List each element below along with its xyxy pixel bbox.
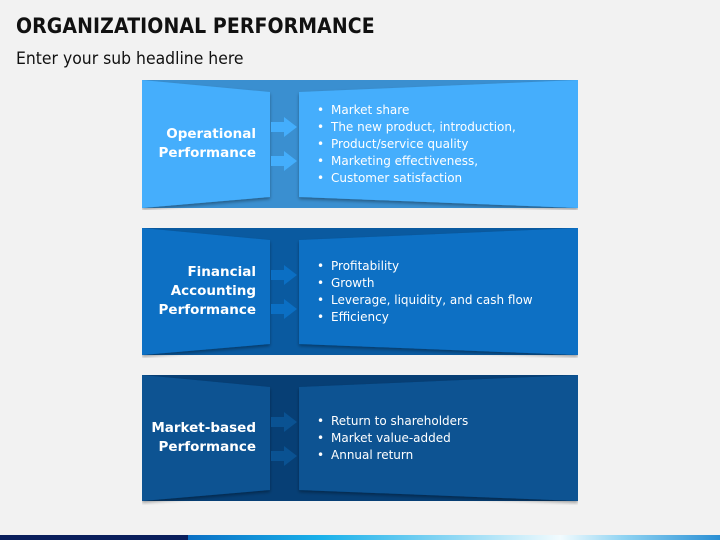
bullet-item: The new product, introduction, (314, 119, 516, 136)
footer-bar-dark (0, 535, 188, 540)
bullet-item: Customer satisfaction (314, 170, 516, 187)
label-block (142, 228, 270, 355)
bullet-list: Market share The new product, introducti… (314, 102, 516, 187)
footer-bar-gradient (188, 535, 720, 540)
bullet-item: Annual return (314, 447, 468, 464)
bullet-item: Return to shareholders (314, 413, 468, 430)
bullet-item: Leverage, liquidity, and cash flow (314, 292, 533, 309)
bullet-item: Efficiency (314, 309, 533, 326)
label-block (142, 375, 270, 501)
bullet-item: Market value-added (314, 430, 468, 447)
arrow-icon (271, 446, 297, 466)
bullet-list: Profitability Growth Leverage, liquidity… (314, 258, 533, 326)
bullet-item: Growth (314, 275, 533, 292)
arrow-icon (271, 299, 297, 319)
footer-bar (0, 535, 720, 540)
arrow-icon (271, 151, 297, 171)
bullet-item: Market share (314, 102, 516, 119)
bullet-item: Profitability (314, 258, 533, 275)
arrow-icon (271, 265, 297, 285)
bullet-item: Product/service quality (314, 136, 516, 153)
bullet-list: Return to shareholders Market value-adde… (314, 413, 468, 464)
bullet-item: Marketing effectiveness, (314, 153, 516, 170)
page-title: ORGANIZATIONAL PERFORMANCE (16, 14, 375, 38)
arrow-icon (271, 117, 297, 137)
page-subtitle: Enter your sub headline here (16, 49, 244, 69)
arrow-icon (271, 412, 297, 432)
label-block (142, 80, 270, 208)
